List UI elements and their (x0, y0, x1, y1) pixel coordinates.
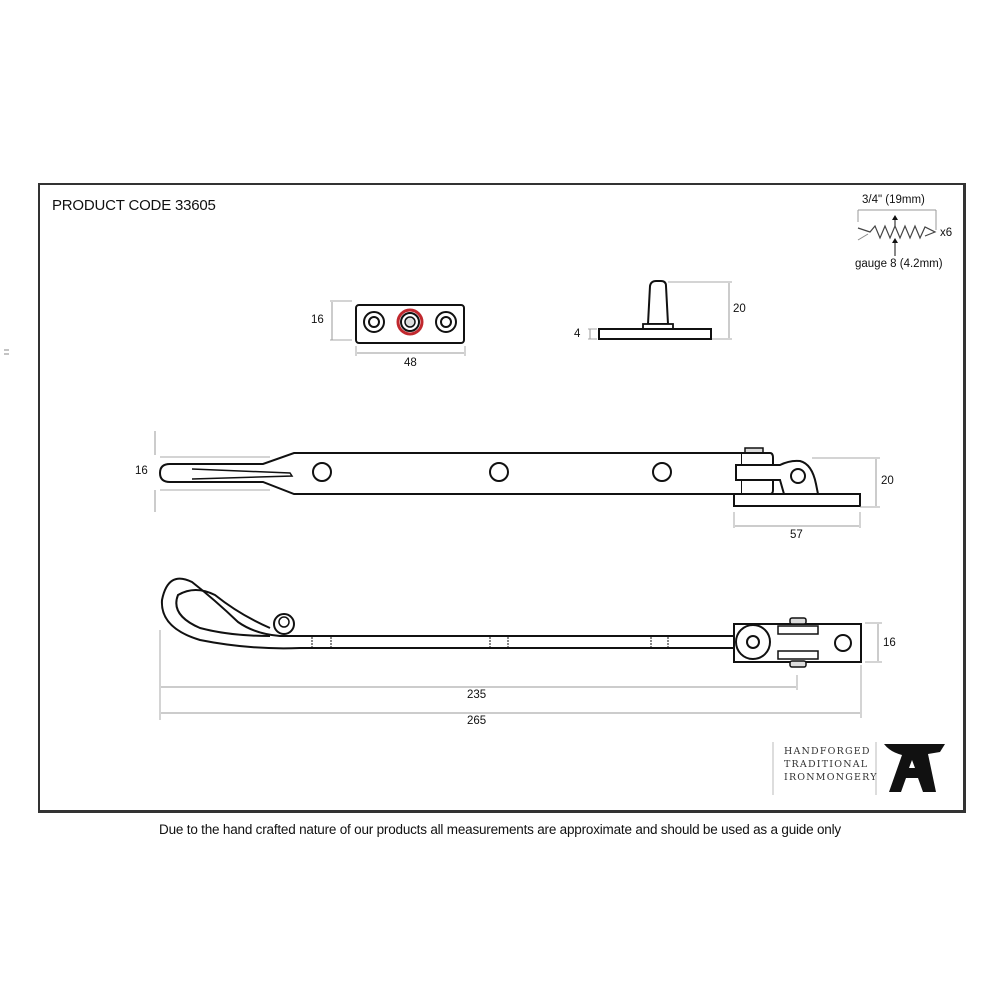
edge-marks (4, 349, 9, 355)
screw-length-label: 3/4" (19mm) (862, 194, 925, 206)
disclaimer: Due to the hand crafted nature of our pr… (159, 822, 841, 837)
stay-width-dim: 16 (135, 465, 148, 477)
screw-gauge-label: gauge 8 (4.2mm) (855, 258, 943, 270)
screw-quantity-label: x6 (940, 227, 953, 239)
brand-line-1: HANDFORGED (784, 746, 871, 757)
overall-length-dim: 265 (467, 715, 487, 727)
anvil-icon (884, 744, 945, 792)
bracket-length-dim: 57 (790, 529, 803, 541)
pin-plate-thickness-dim: 4 (574, 328, 581, 340)
product-code: PRODUCT CODE 33605 (52, 197, 216, 214)
keep-plate (330, 300, 466, 356)
stay-pin (588, 280, 732, 340)
keep-width-dim: 48 (404, 357, 417, 369)
stay-top-view (154, 431, 880, 528)
brand-logo (772, 742, 945, 795)
drawing-frame (38, 183, 966, 813)
brand-line-3: IRONMONGERY (784, 772, 878, 783)
stay-side-view (159, 577, 882, 720)
screw-icon (857, 209, 937, 256)
bracket-height-dim: 20 (881, 475, 894, 487)
keep-height-dim: 16 (311, 314, 324, 326)
stay-height-dim: 16 (883, 637, 896, 649)
brand-line-2: TRADITIONAL (784, 759, 869, 770)
pin-height-dim: 20 (733, 303, 746, 315)
brand-text: HANDFORGED TRADITIONAL IRONMONGERY (784, 745, 878, 784)
pivot-length-dim: 235 (467, 689, 487, 701)
